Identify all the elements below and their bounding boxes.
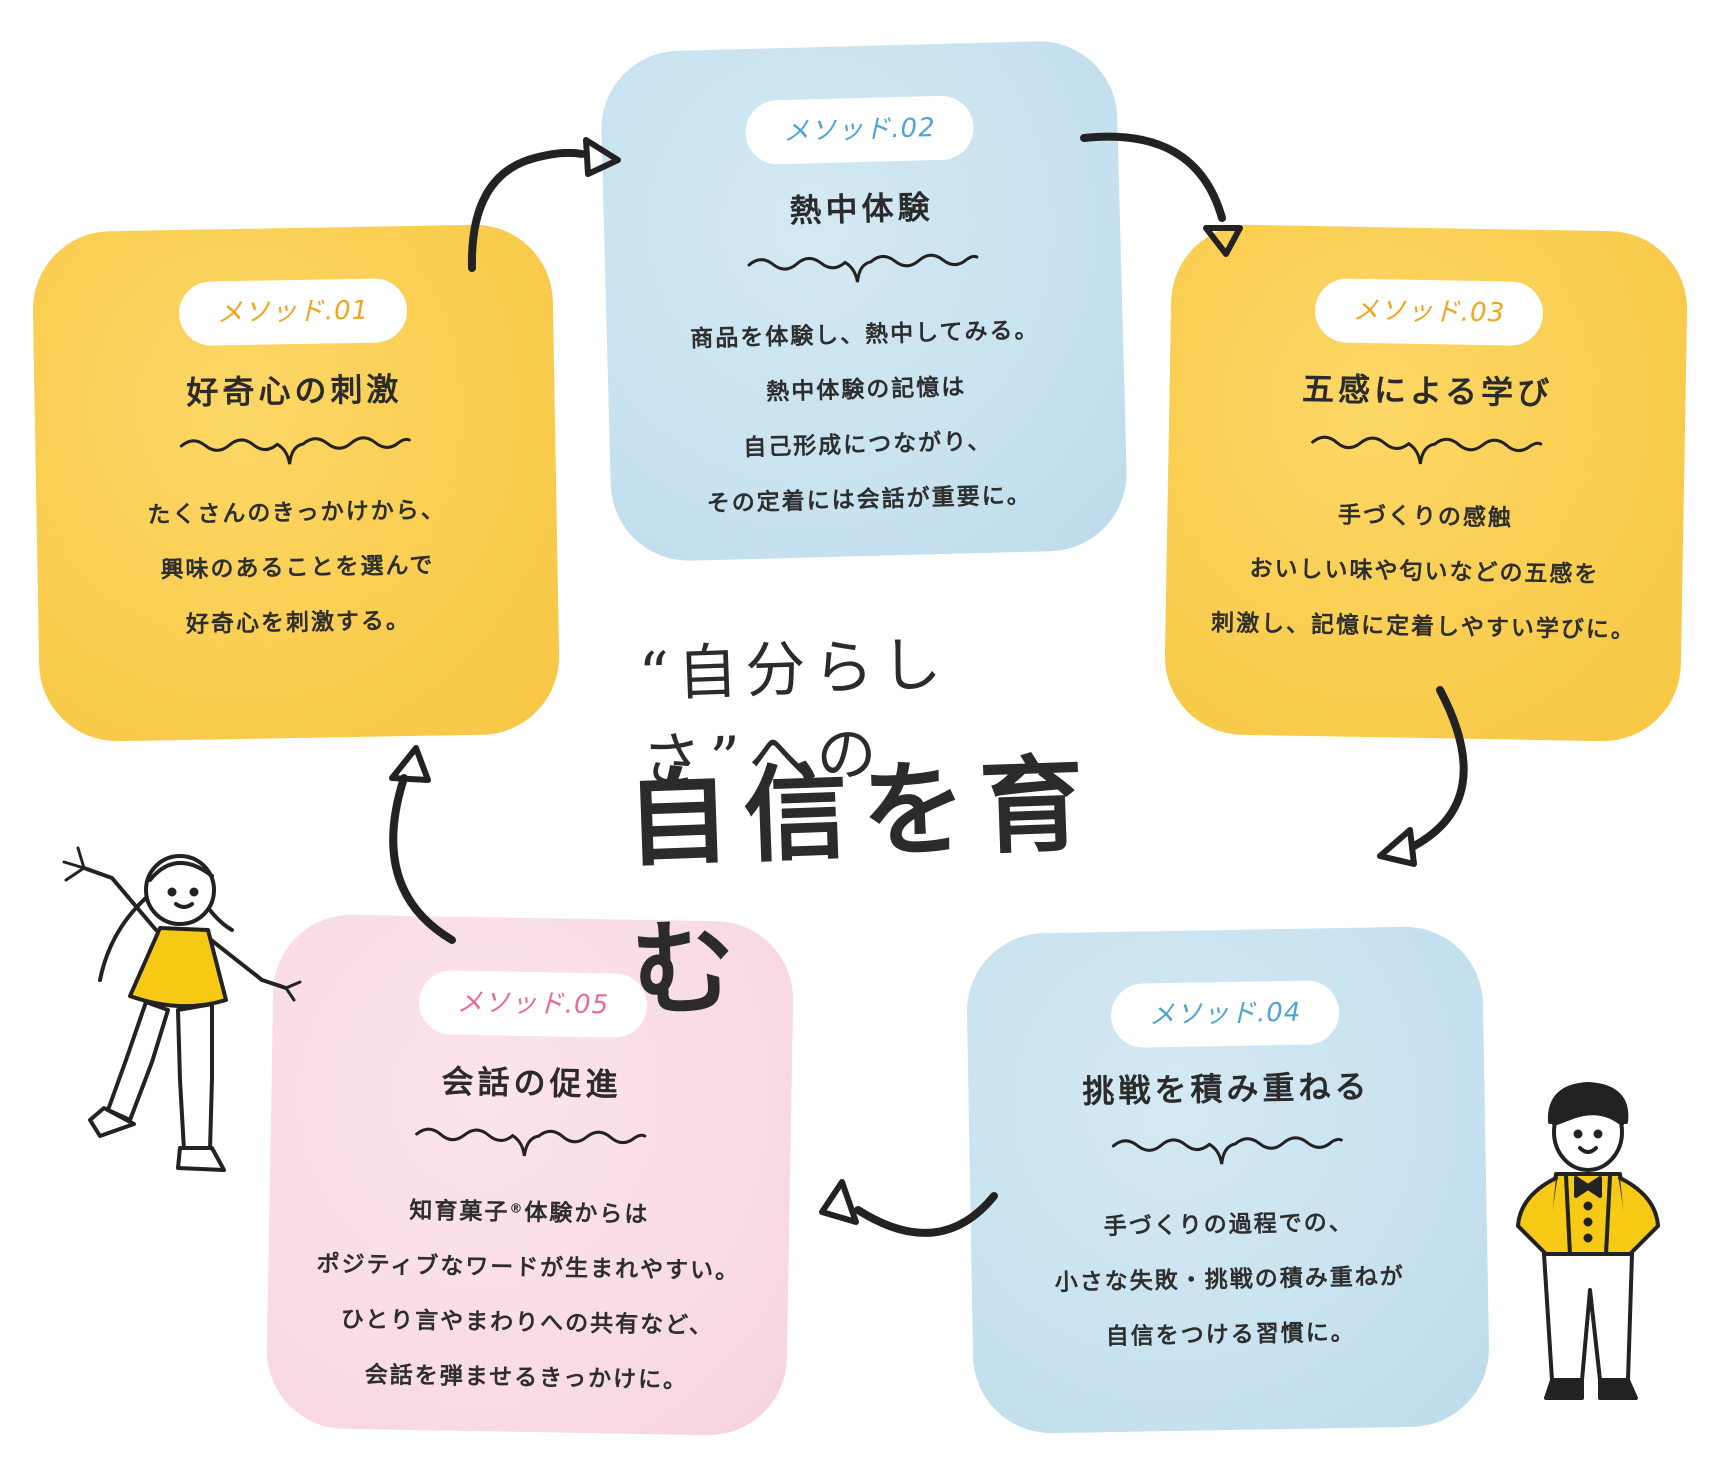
method-card-03: メソッド.03 五感による学び 手づくりの感触 おいしい味や匂いなどの五感を 刺… <box>1163 223 1689 743</box>
girl-character-illustration <box>62 846 302 1172</box>
squiggle-decoration <box>1111 1136 1343 1165</box>
cycle-arrow-3-to-4 <box>1377 686 1468 867</box>
squiggle-decoration <box>1311 435 1543 465</box>
method-card-02: メソッド.02 熱中体験 商品を体験し、熱中してみる。 熱中体験の記憶は 自己形… <box>599 39 1129 563</box>
cycle-arrow-4-to-5 <box>819 1179 998 1237</box>
method-card-05: メソッド.05 会話の促進 知育菓子®体験からは ポジティブなワードが生まれやす… <box>265 913 795 1437</box>
method-card-04: メソッド.04 挑戦を積み重ねる 手づくりの過程での、 小さな失敗・挑戦の積み重… <box>965 925 1491 1435</box>
cycle-arrow-2-to-3 <box>1080 132 1243 257</box>
cycle-arrow-5-to-1 <box>389 745 456 944</box>
boy-character-illustration <box>1516 1082 1660 1400</box>
cycle-arrow-1-to-2 <box>467 137 621 272</box>
squiggle-decoration <box>415 1127 647 1157</box>
squiggle-decoration <box>179 436 411 465</box>
squiggle-decoration <box>747 253 979 283</box>
method-card-01: メソッド.01 好奇心の刺激 たくさんのきっかけから、 興味のあることを選んで … <box>31 223 561 743</box>
